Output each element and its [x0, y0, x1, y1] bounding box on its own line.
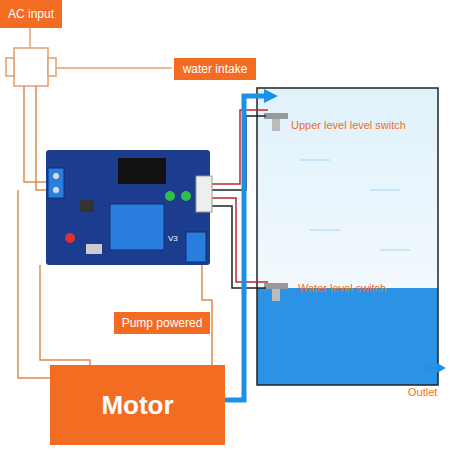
text-label: Outlet — [408, 386, 437, 398]
label-box: AC input — [0, 0, 62, 28]
label-box: Pump powered — [114, 312, 210, 334]
text-label: V3 — [168, 234, 178, 243]
label-box: water intake — [174, 58, 256, 80]
box-text: Motor — [101, 390, 173, 421]
power-wire — [18, 86, 212, 378]
plug-icon — [6, 28, 172, 86]
water-tank — [257, 88, 438, 385]
water-pipe — [225, 89, 446, 400]
box-text: Pump powered — [122, 316, 203, 330]
control-board — [46, 150, 212, 265]
box-text: AC input — [8, 7, 54, 21]
sensor-wire — [212, 110, 268, 288]
box-text: water intake — [183, 62, 248, 76]
text-label: Water level switch — [298, 282, 386, 294]
label-box: Motor — [50, 365, 225, 445]
level-switch-icon — [264, 113, 288, 301]
text-label: Upper level level switch — [291, 119, 406, 131]
